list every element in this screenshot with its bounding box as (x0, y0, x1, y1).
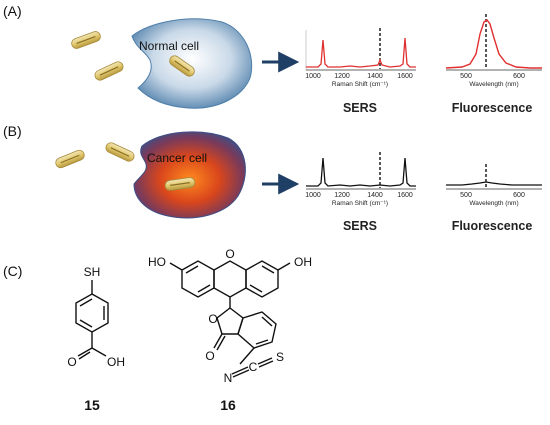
nanorod-icon (164, 177, 196, 191)
caption-fluorescence: Fluorescence (452, 219, 533, 233)
tick-label: 1000 (305, 73, 321, 80)
atom-oh: OH (107, 355, 125, 369)
tick-label: 1200 (334, 192, 350, 199)
tick-label: 1000 (305, 192, 321, 199)
tick-label: 1200 (334, 73, 350, 80)
tick-label: 1600 (397, 192, 413, 199)
panel-a: (A) Normal cell (3, 3, 542, 115)
compound-number-15: 15 (84, 397, 100, 413)
cell-label-normal: Normal cell (139, 39, 199, 53)
caption-fluorescence: Fluorescence (452, 101, 533, 115)
cancer-cell-icon (133, 131, 246, 219)
tick-label: 500 (460, 192, 472, 199)
nanorod-icon (55, 149, 85, 169)
axis-title: Wavelength (nm) (469, 200, 518, 207)
atom-n: N (224, 371, 233, 385)
nanorod-icon (94, 61, 124, 81)
atom-ring-o: O (225, 247, 234, 261)
fluorescence-spectrum-b: 500 600 Wavelength (nm) Fluorescence (446, 164, 542, 233)
normal-cell-icon (131, 18, 253, 109)
panel-label-c: (C) (3, 263, 22, 279)
atom-oh: OH (294, 255, 312, 269)
fluorescence-spectrum-a: 500 600 Wavelength (nm) Fluorescence (445, 14, 542, 115)
compound-number-16: 16 (220, 397, 236, 413)
spectrum-line (446, 181, 542, 186)
compound-16-structure (169, 260, 291, 365)
axis-title: Raman Shift (cm⁻¹) (332, 81, 388, 88)
panel-label-a: (A) (3, 3, 22, 19)
isothiocyanate-group (231, 357, 274, 378)
atom-carbonyl-o: O (205, 349, 214, 363)
sers-spectrum-a: 1000 1200 1400 1600 Raman Shift (cm⁻¹) S… (305, 28, 416, 115)
atom-sh: SH (84, 265, 101, 279)
panel-label-b: (B) (3, 123, 22, 139)
panel-c: (C) SH O OH 15 (3, 247, 312, 413)
tick-label: 600 (513, 73, 525, 80)
atom-ho: HO (148, 255, 166, 269)
atom-c: C (249, 360, 258, 374)
tick-label: 1400 (367, 192, 383, 199)
axis-title: Wavelength (nm) (469, 81, 518, 88)
atom-s: S (276, 350, 284, 364)
spectrum-line (306, 157, 416, 187)
cell-label-cancer: Cancer cell (147, 151, 207, 165)
spectrum-line (445, 19, 542, 69)
nanorod-icon (169, 55, 195, 77)
atom-o: O (67, 355, 76, 369)
tick-label: 1600 (397, 73, 413, 80)
spectrum-line (306, 37, 416, 68)
nanorod-icon (105, 142, 135, 162)
tick-label: 1400 (367, 73, 383, 80)
axis-title: Raman Shift (cm⁻¹) (332, 200, 388, 207)
panel-b: (B) Cancer cell (3, 123, 542, 233)
atom-lactone-o: O (208, 312, 217, 326)
tick-label: 600 (513, 192, 525, 199)
caption-sers: SERS (343, 101, 377, 115)
compound-15-structure (75, 280, 109, 357)
sers-spectrum-b: 1000 1200 1400 1600 Raman Shift (cm⁻¹) S… (305, 152, 416, 233)
nanorod-icon (71, 31, 101, 49)
caption-sers: SERS (343, 219, 377, 233)
tick-label: 500 (460, 73, 472, 80)
bond (78, 351, 91, 360)
